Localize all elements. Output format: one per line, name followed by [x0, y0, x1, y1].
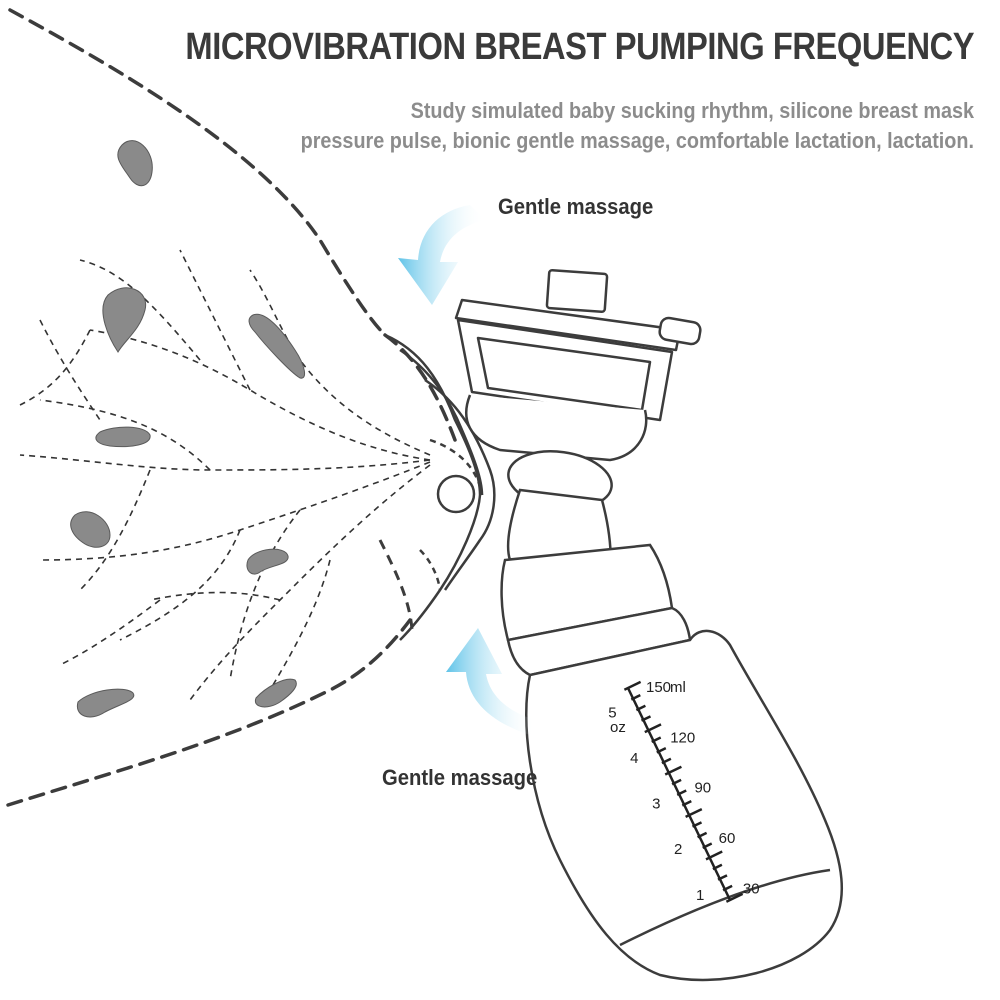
- subtext-line-1: Study simulated baby sucking rhythm, sil…: [410, 98, 974, 123]
- scale-tick: [664, 765, 682, 776]
- oz-label: 3: [652, 796, 660, 813]
- ml-label: 150: [646, 679, 671, 696]
- scale-tick: [722, 884, 733, 892]
- callout-top: Gentle massage: [498, 194, 654, 219]
- scale-tick: [644, 723, 662, 734]
- scale-tick: [705, 850, 723, 861]
- ml-label: 60: [719, 830, 736, 847]
- scale-ticks: [623, 680, 744, 903]
- pump-head: [454, 268, 702, 510]
- oz-label: 2: [674, 841, 682, 858]
- subtext: Study simulated baby sucking rhythm, sil…: [164, 96, 974, 156]
- arrow-bottom-icon: [446, 628, 536, 735]
- scale-tick: [635, 704, 646, 712]
- scale-tick: [640, 715, 652, 722]
- ml-label: 90: [694, 780, 711, 797]
- scale-tick: [725, 892, 744, 903]
- scale-tick: [661, 757, 672, 765]
- scale-tick: [656, 747, 667, 754]
- ml-label: 120: [670, 729, 695, 746]
- milk-ducts: [19, 249, 431, 701]
- ml-label: 30: [743, 880, 760, 897]
- breast-outline: [6, 8, 457, 807]
- arrow-top-icon: [398, 205, 485, 305]
- scale-tick: [691, 821, 703, 828]
- scale-tick: [623, 680, 642, 691]
- scale-tick: [671, 778, 682, 786]
- bottle-collar: [500, 543, 692, 677]
- scale-tick: [651, 736, 662, 743]
- oz-label: 5: [608, 704, 616, 721]
- oz-unit: oz: [610, 719, 626, 736]
- oz-label: 1: [696, 887, 704, 904]
- oz-label: 4: [630, 750, 638, 767]
- ml-unit: ml: [670, 679, 686, 696]
- scale-tick: [681, 800, 692, 807]
- scale-tick: [676, 789, 687, 796]
- breast-shield: [378, 333, 496, 641]
- scale-tick: [712, 863, 723, 871]
- subtext-line-2: pressure pulse, bionic gentle massage, c…: [300, 128, 974, 153]
- scale-labels: 150 120 90 60 30 ml 5 4 3 2 1 oz: [608, 679, 759, 904]
- mammary-glands: [70, 140, 306, 718]
- scale-tick: [717, 874, 728, 881]
- scale-tick: [685, 808, 703, 819]
- headline: MICROVIBRATION BREAST PUMPING FREQUENCY: [185, 26, 974, 68]
- callout-bottom: Gentle massage: [382, 765, 538, 790]
- scale-tick: [702, 842, 713, 849]
- scale-tick: [697, 831, 708, 839]
- scale-tick: [630, 694, 641, 701]
